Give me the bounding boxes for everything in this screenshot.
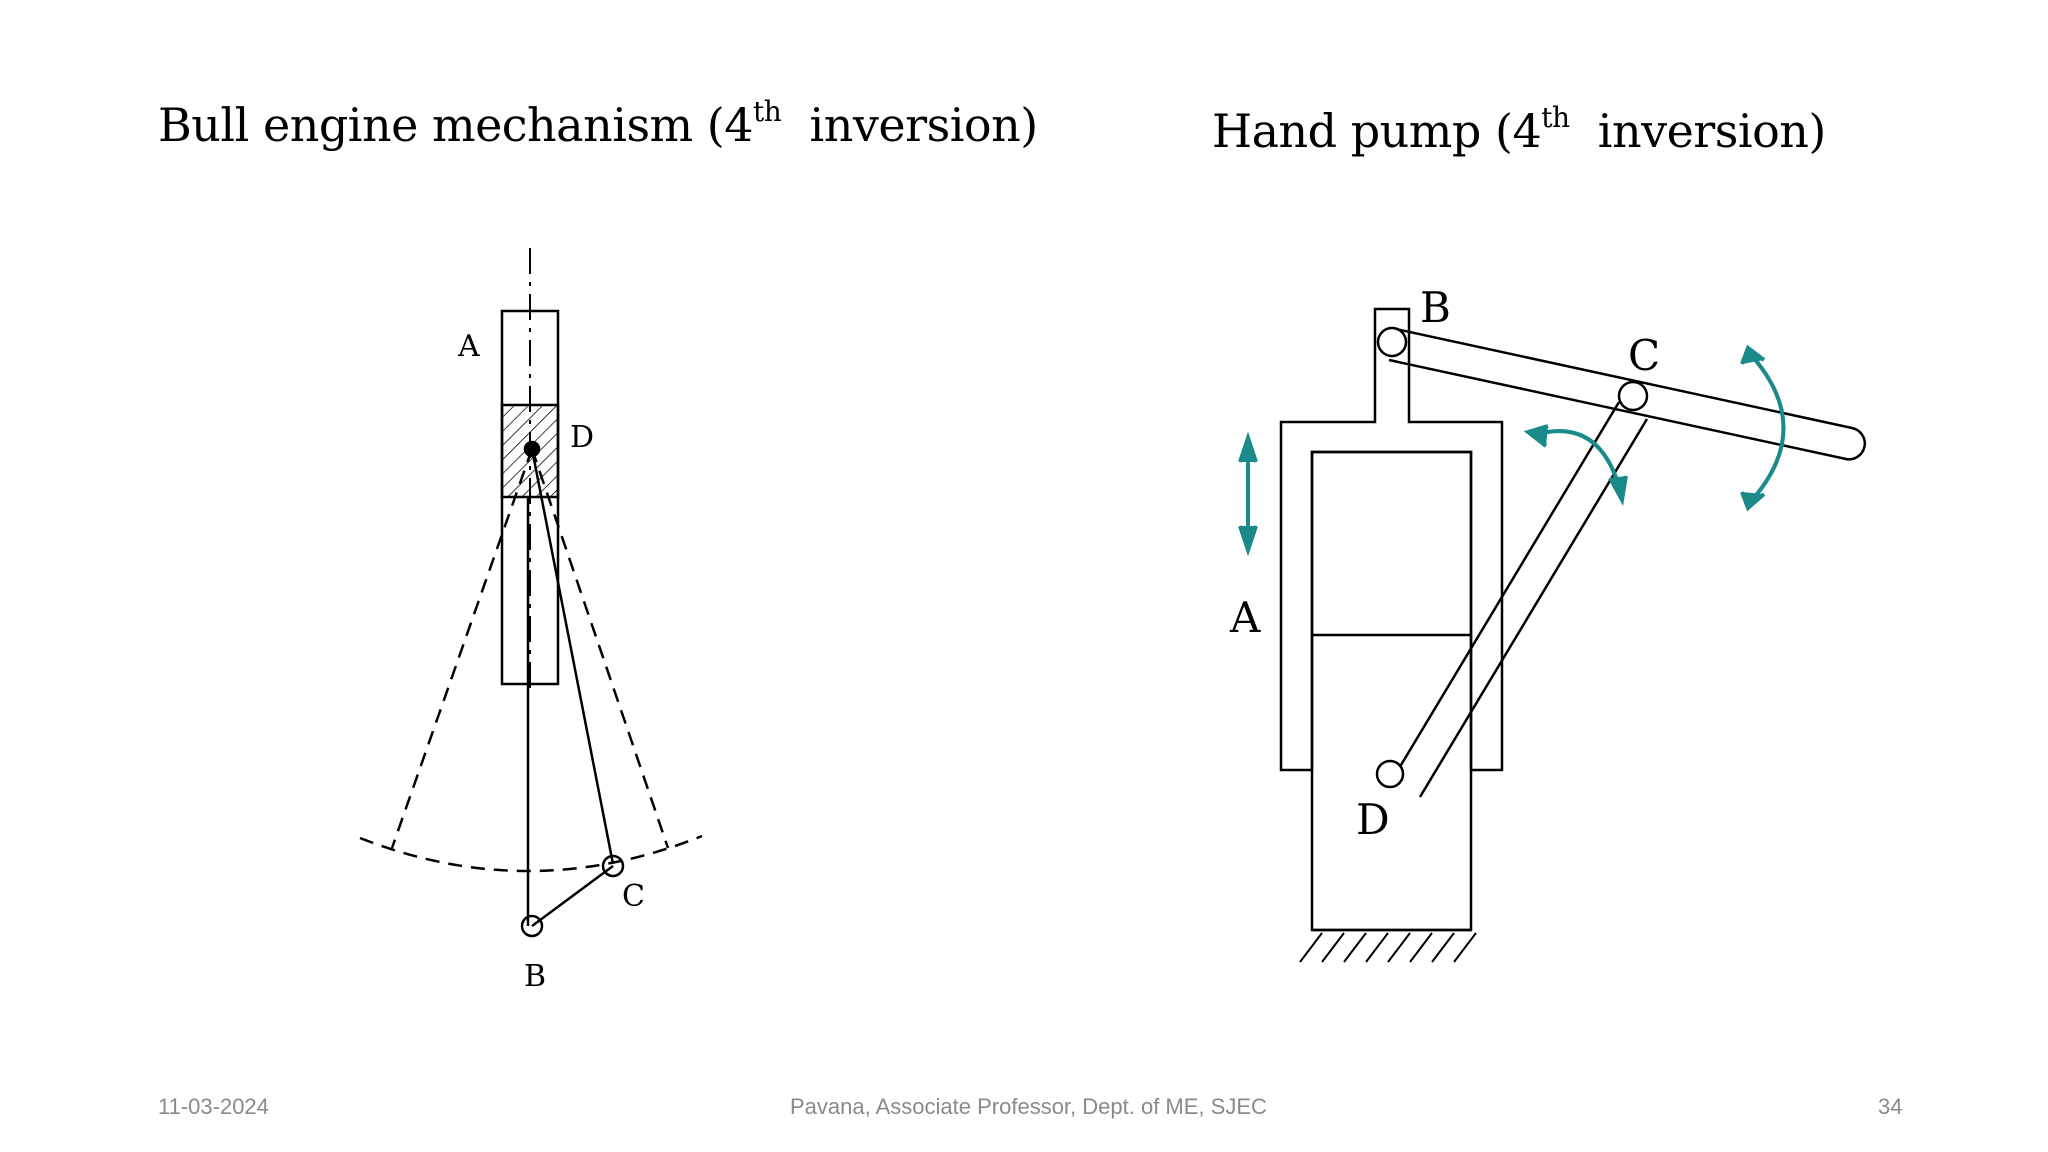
hand-pump-diagram bbox=[1279, 307, 1866, 963]
joint-c bbox=[601, 854, 625, 878]
ground-hatch bbox=[1299, 932, 1477, 963]
page-number: 34 bbox=[1878, 1094, 1903, 1119]
bull-engine-title-sup: th bbox=[753, 95, 782, 128]
rotation-arrow-icon bbox=[1523, 424, 1628, 507]
joint-b bbox=[520, 914, 544, 938]
swing-arc bbox=[359, 834, 703, 873]
footer-credit: Pavana, Associate Professor, Dept. of ME… bbox=[790, 1094, 1267, 1119]
plunger-d bbox=[1310, 450, 1473, 932]
joint-b bbox=[1376, 326, 1408, 358]
link-dc bbox=[530, 448, 615, 865]
lever-bc bbox=[1388, 327, 1866, 461]
footer-date: 11-03-2024 bbox=[158, 1094, 269, 1119]
label-d: D bbox=[1356, 795, 1390, 844]
label-d: D bbox=[570, 420, 594, 455]
hand-pump-title: Hand pump (4th inversion) bbox=[1212, 101, 1827, 159]
motion-arrows bbox=[1238, 344, 1786, 557]
joint-d bbox=[523, 440, 541, 458]
joint-d bbox=[1375, 759, 1405, 789]
vertical-arrow-icon bbox=[1238, 431, 1258, 557]
bull-engine-title-text: Bull engine mechanism (4 bbox=[158, 98, 754, 152]
bull-engine-labels: A D C B bbox=[457, 329, 645, 994]
bull-engine-title: Bull engine mechanism (4th inversion) bbox=[158, 95, 1039, 153]
label-b: B bbox=[1420, 283, 1451, 332]
hand-pump-labels: B C A D bbox=[1229, 283, 1660, 844]
label-a: A bbox=[457, 329, 480, 364]
crank-bc bbox=[531, 864, 614, 928]
joint-c bbox=[1617, 380, 1649, 412]
bull-engine-title-tail: inversion) bbox=[781, 98, 1039, 152]
label-c: C bbox=[622, 879, 645, 914]
swing-line-left bbox=[390, 448, 534, 849]
hand-pump-title-sup: th bbox=[1541, 101, 1570, 134]
bull-engine-diagram bbox=[359, 248, 703, 938]
swing-arrow-icon bbox=[1740, 344, 1786, 512]
swing-line-right bbox=[530, 448, 670, 849]
hand-pump-title-tail: inversion) bbox=[1569, 104, 1827, 158]
label-b: B bbox=[524, 959, 546, 994]
hand-pump-title-text: Hand pump (4 bbox=[1212, 104, 1542, 158]
link-cd bbox=[1390, 401, 1649, 798]
label-c: C bbox=[1628, 331, 1660, 380]
label-a: A bbox=[1229, 593, 1261, 642]
